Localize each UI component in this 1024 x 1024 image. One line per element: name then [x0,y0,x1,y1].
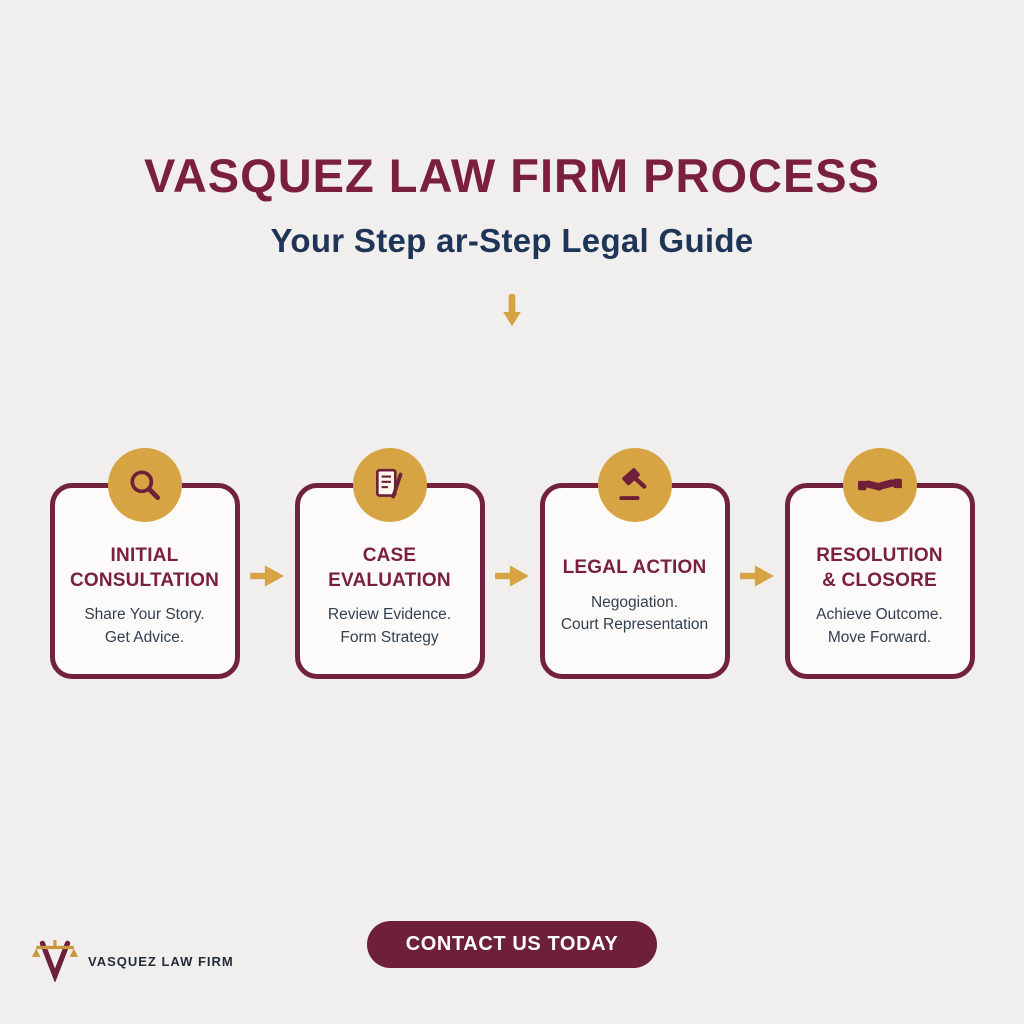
step-card-legal-action: LEGAL ACTION Negogiation. Court Represen… [539,448,730,679]
arrow-right-icon [730,563,785,589]
page-title: VASQUEZ LAW FIRM PROCESS [144,149,880,202]
step-title: RESOLUTION & CLOSORE [816,544,943,592]
step-title: INITIAL CONSULTATION [69,544,220,592]
step-card-initial-consultation: INITIAL CONSULTATION Share Your Story. G… [49,448,240,679]
step-description: Share Your Story. Get Advice. [84,606,205,646]
step-description: Review Evidence. Form Strategy [327,606,452,646]
step-card-content: CASE EVALUATION Review Evidence. Form St… [300,488,480,674]
process-steps: INITIAL CONSULTATION Share Your Story. G… [0,448,1024,679]
step-card-content: RESOLUTION & CLOSORE Achieve Outcome. Mo… [790,488,970,674]
step-title: LEGAL ACTION [562,557,707,579]
step-description: Negogiation. Court Representation [560,593,709,634]
brand-logo: VASQUEZ LAW FIRM [32,936,234,987]
magnifier-icon [107,448,182,522]
step-description: Achieve Outcome. Move Forward. [816,606,943,646]
gavel-icon [597,448,672,522]
arrow-right-icon [240,563,295,589]
down-arrow-icon [0,294,1024,330]
page-subtitle: Your Step ar-Step Legal Guide [270,222,754,259]
step-card-case-evaluation: CASE EVALUATION Review Evidence. Form St… [294,448,485,679]
contact-button[interactable]: CONTACT US TODAY [367,921,657,968]
brand-name: VASQUEZ LAW FIRM [88,954,234,969]
step-card-resolution-closure: RESOLUTION & CLOSORE Achieve Outcome. Mo… [784,448,975,679]
document-pencil-icon [352,448,427,522]
arrow-right-icon [485,563,540,589]
step-title: CASE EVALUATION [328,544,451,592]
handshake-icon [842,448,917,522]
step-card-content: LEGAL ACTION Negogiation. Court Represen… [545,488,725,674]
scales-of-justice-icon [32,936,78,987]
step-card-content: INITIAL CONSULTATION Share Your Story. G… [55,488,235,674]
